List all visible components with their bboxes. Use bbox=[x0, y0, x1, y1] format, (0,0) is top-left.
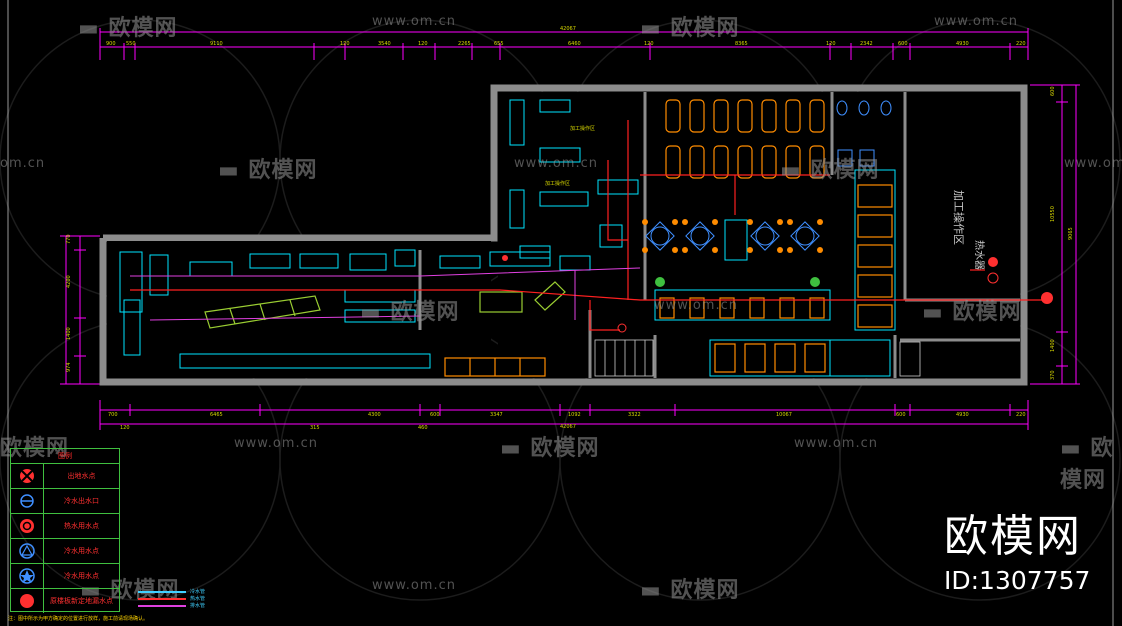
svg-text:600: 600 bbox=[430, 412, 440, 418]
cold-water-pipes bbox=[130, 267, 641, 321]
line-legend-item: 冷水管 bbox=[138, 588, 205, 595]
pipe-line-legend: 冷水管 热水管 排水管 bbox=[138, 588, 205, 609]
right-inner-dim: 10550 bbox=[1050, 206, 1056, 222]
svg-text:加工操作区: 加工操作区 bbox=[545, 180, 570, 187]
drawing-note: 注：图中所示为甲方确定的位置进行放样，施工前请现场确认。 bbox=[8, 616, 149, 622]
svg-text:9110: 9110 bbox=[210, 41, 223, 47]
legend-row: 冷水用水点 bbox=[11, 564, 119, 589]
svg-text:120: 120 bbox=[340, 41, 350, 47]
svg-text:4930: 4930 bbox=[956, 41, 969, 47]
svg-text:热水器: 热水器 bbox=[973, 240, 986, 270]
left-dimensions bbox=[60, 235, 100, 385]
kitchen-equipment bbox=[119, 99, 896, 377]
brand-name: 欧模网 bbox=[944, 511, 1082, 562]
green-counter bbox=[204, 281, 566, 329]
svg-text:655: 655 bbox=[494, 41, 504, 47]
svg-text:4200: 4200 bbox=[66, 275, 72, 288]
svg-text:1400: 1400 bbox=[1050, 339, 1056, 352]
restroom-fixtures bbox=[836, 100, 892, 167]
left-dimension-numbers: 770 4200 1400 974 bbox=[66, 234, 72, 372]
cold-water-outlet-icon bbox=[20, 494, 34, 508]
kitchen-small-labels: 加工操作区 加工操作区 bbox=[545, 125, 595, 187]
dining-seating bbox=[444, 99, 893, 377]
staircase bbox=[594, 339, 921, 377]
svg-text:600: 600 bbox=[1050, 86, 1056, 96]
line-legend-item: 热水管 bbox=[138, 595, 205, 602]
legend-row: 冷水出水口 bbox=[11, 489, 119, 514]
svg-text:8365: 8365 bbox=[735, 41, 748, 47]
svg-text:370: 370 bbox=[1050, 370, 1056, 380]
round-tables bbox=[645, 221, 820, 251]
top-dimensions bbox=[99, 28, 1029, 60]
right-total-dim: 9065 bbox=[1068, 227, 1074, 240]
svg-text:1092: 1092 bbox=[568, 412, 581, 418]
svg-text:600: 600 bbox=[898, 41, 908, 47]
svg-text:220: 220 bbox=[1016, 41, 1026, 47]
svg-text:460: 460 bbox=[418, 425, 428, 431]
right-dimension-numbers: 600 10550 1400 370 9065 bbox=[1050, 86, 1074, 380]
wall-fill bbox=[107, 92, 1020, 378]
svg-text:550: 550 bbox=[126, 41, 136, 47]
heater-label: 热水器 bbox=[973, 240, 986, 270]
svg-text:120: 120 bbox=[826, 41, 836, 47]
svg-text:3540: 3540 bbox=[378, 41, 391, 47]
svg-text:3322: 3322 bbox=[628, 412, 641, 418]
top-dimension-numbers: 42067 900 550 9110 120 3540 120 2265 655 646… bbox=[106, 26, 1026, 47]
right-dimensions bbox=[1030, 84, 1080, 385]
svg-text:974: 974 bbox=[66, 362, 72, 372]
legend-row: 原楼板新定地漏水点 bbox=[11, 589, 119, 613]
svg-text:10067: 10067 bbox=[776, 412, 792, 418]
model-id: ID:1307757 bbox=[944, 566, 1091, 595]
svg-text:770: 770 bbox=[66, 234, 72, 244]
line-legend-item: 排水管 bbox=[138, 602, 205, 609]
legend-row: 热水用水点 bbox=[11, 514, 119, 539]
svg-text:6465: 6465 bbox=[210, 412, 223, 418]
drain-x-icon bbox=[20, 469, 34, 483]
new-floor-drain-icon bbox=[20, 594, 34, 608]
cold-water-triangle-icon bbox=[19, 543, 35, 559]
svg-text:4930: 4930 bbox=[956, 412, 969, 418]
legend-title: 图例 bbox=[11, 449, 119, 464]
svg-text:4300: 4300 bbox=[368, 412, 381, 418]
svg-text:120: 120 bbox=[644, 41, 654, 47]
svg-text:2265: 2265 bbox=[458, 41, 471, 47]
svg-text:700: 700 bbox=[108, 412, 118, 418]
svg-text:220: 220 bbox=[1016, 412, 1026, 418]
cold-water-star-icon bbox=[19, 568, 35, 584]
plants bbox=[655, 277, 820, 287]
water-heater-points bbox=[502, 255, 1053, 333]
legend-row: 出地水点 bbox=[11, 464, 119, 489]
exterior-walls bbox=[99, 84, 1028, 386]
legend-row: 冷水用水点 bbox=[11, 539, 119, 564]
svg-text:315: 315 bbox=[310, 425, 320, 431]
processing-room-label: 加工操作区 bbox=[952, 190, 966, 245]
hot-water-pipes bbox=[130, 120, 1045, 331]
svg-text:加工操作区: 加工操作区 bbox=[952, 190, 966, 245]
bottom-dimensions bbox=[99, 400, 1029, 430]
svg-text:6460: 6460 bbox=[568, 41, 581, 47]
top-total-dim: 42067 bbox=[560, 26, 576, 32]
svg-text:3347: 3347 bbox=[490, 412, 503, 418]
svg-text:900: 900 bbox=[106, 41, 116, 47]
hot-water-point-icon bbox=[20, 519, 34, 533]
svg-text:120: 120 bbox=[418, 41, 428, 47]
svg-text:2342: 2342 bbox=[860, 41, 873, 47]
legend-table: 图例 出地水点 冷水出水口 热水用水点 冷水用水点 冷水用水点 原楼板新定地漏水… bbox=[10, 448, 120, 613]
round-table-chairs bbox=[642, 219, 823, 253]
svg-text:600: 600 bbox=[896, 412, 906, 418]
svg-text:加工操作区: 加工操作区 bbox=[570, 125, 595, 132]
svg-text:120: 120 bbox=[120, 425, 130, 431]
bottom-total-dim: 42067 bbox=[560, 424, 576, 430]
svg-text:1400: 1400 bbox=[66, 327, 72, 340]
brand-overlay: 欧模网 ID:1307757 bbox=[944, 512, 1090, 596]
